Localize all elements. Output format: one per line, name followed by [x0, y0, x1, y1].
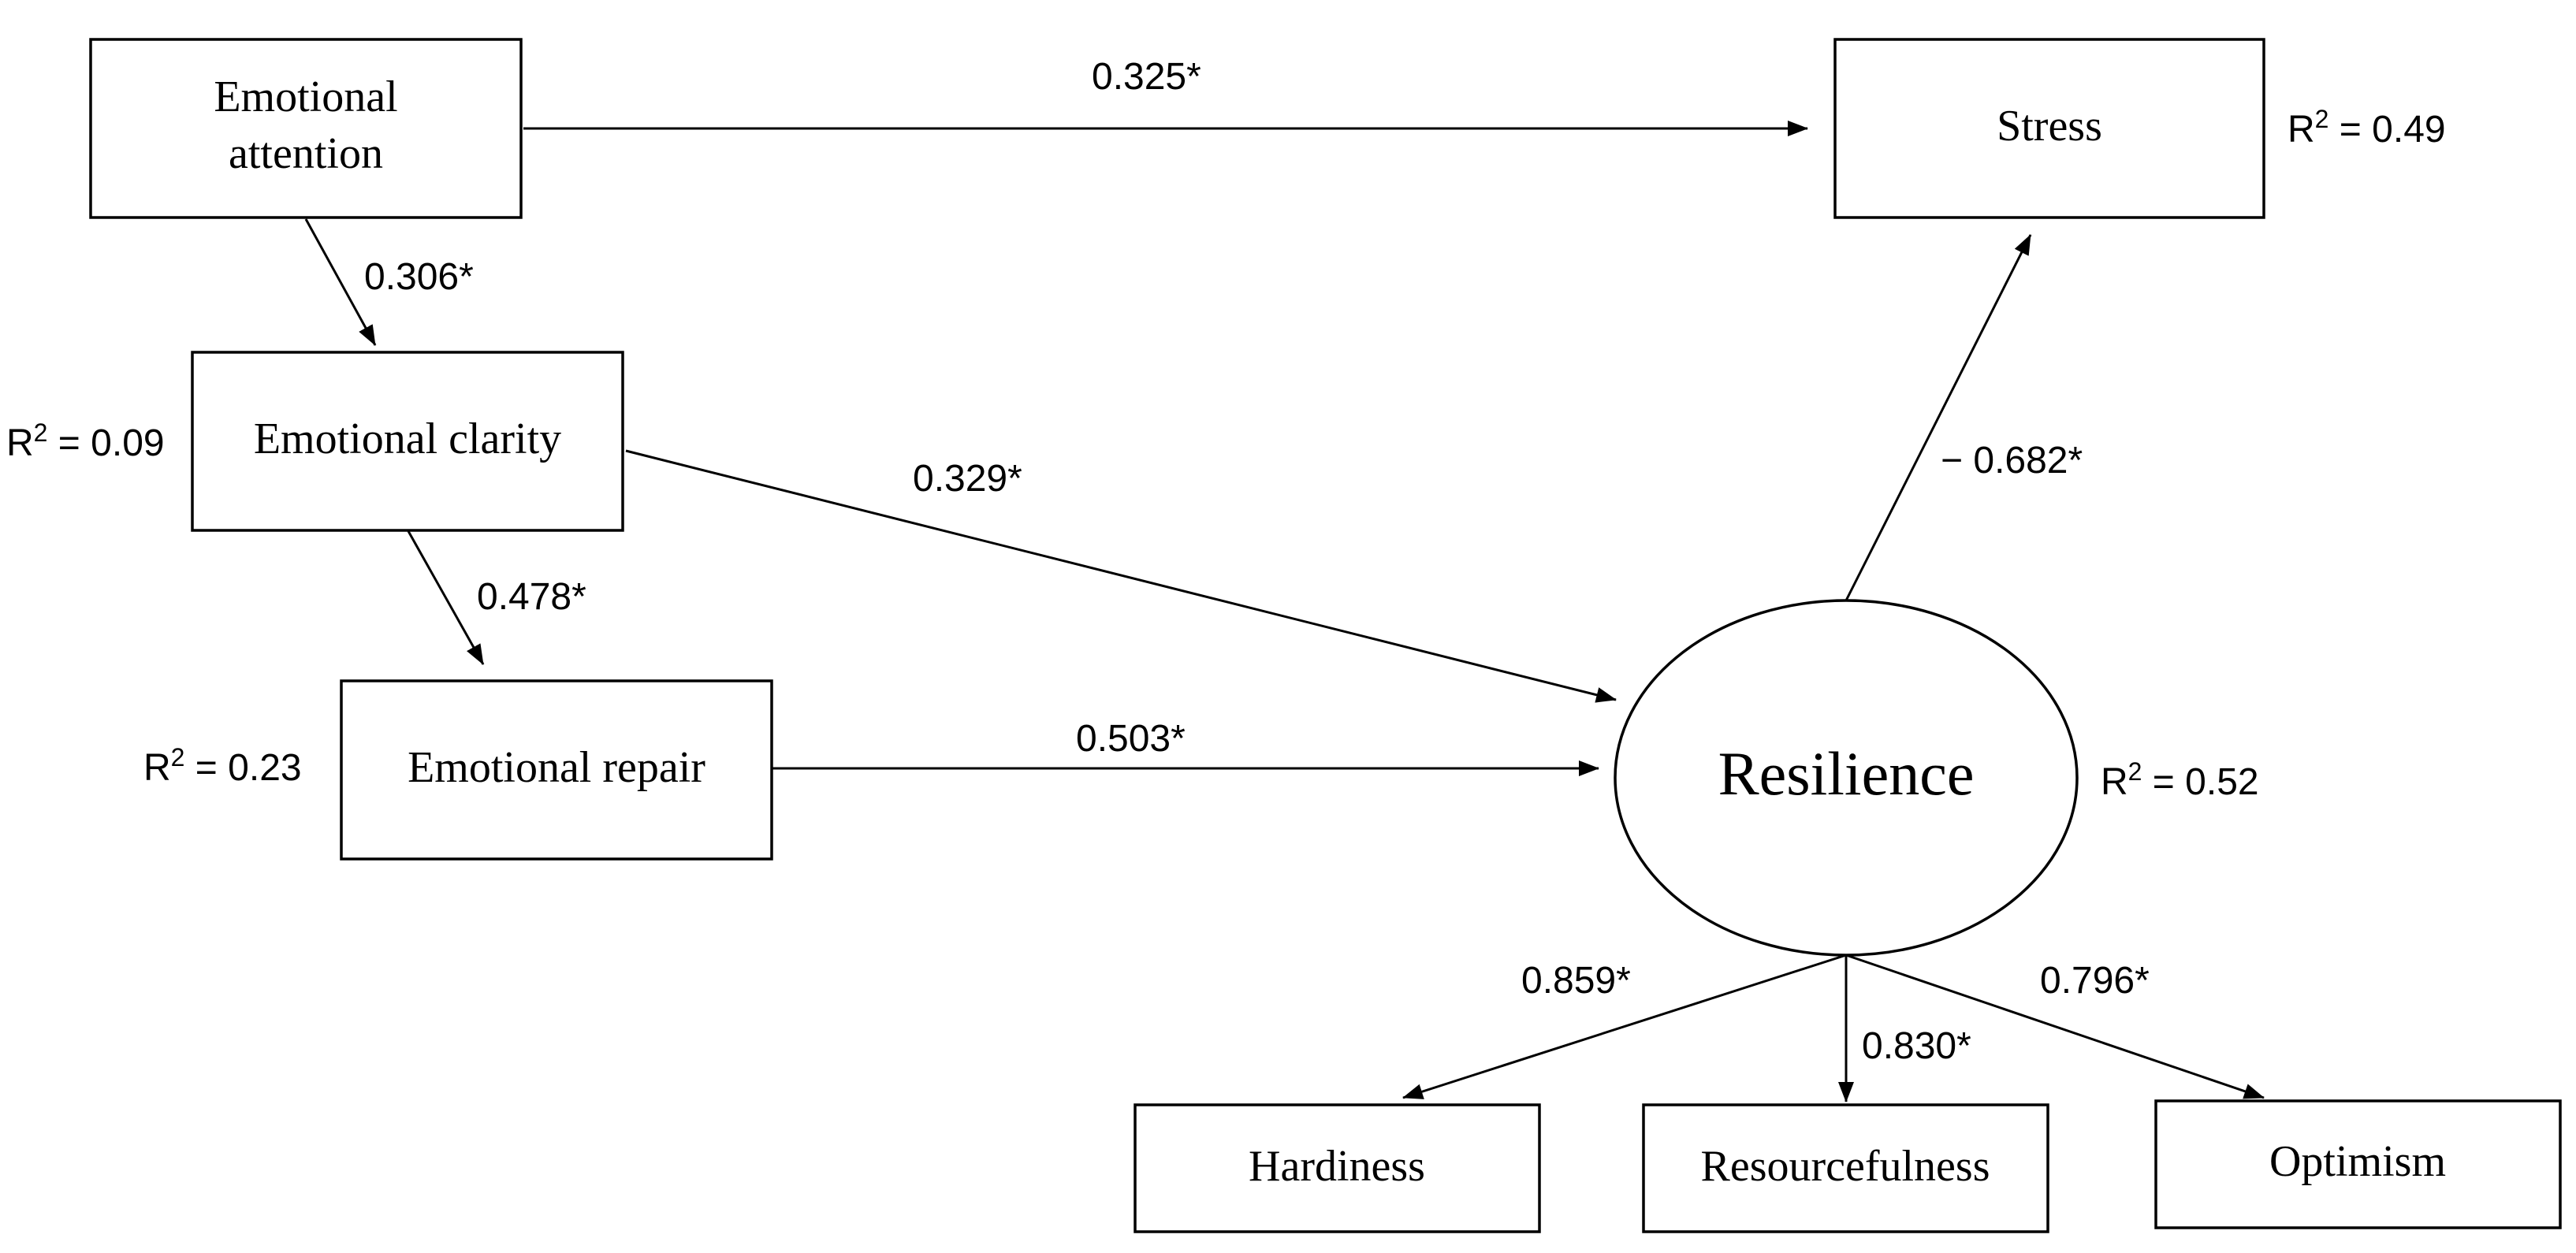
node-stress-label: Stress: [1997, 102, 2102, 151]
node-optimism-label: Optimism: [2269, 1137, 2446, 1186]
node-optimism: Optimism: [2154, 1099, 2562, 1229]
r2-stress: R2 = 0.49: [2288, 105, 2446, 151]
coef-resilience-to-hardiness: 0.859*: [1521, 960, 1631, 1002]
coef-attention-to-stress: 0.325*: [1092, 56, 1201, 98]
edge-resilience-to-optimism: [1845, 954, 2265, 1099]
edge-attention-to-clarity: [304, 218, 377, 346]
r2-emotional-clarity: R2 = 0.09: [6, 418, 165, 464]
node-resourcefulness-label: Resourcefulness: [1700, 1142, 1990, 1191]
node-resilience: Resilience: [1614, 599, 2079, 957]
coef-attention-to-clarity: 0.306*: [364, 256, 474, 298]
edge-resilience-to-stress: [1845, 234, 2032, 601]
node-hardiness-label: Hardiness: [1249, 1142, 1425, 1191]
node-emotional-attention-line1: Emotional: [214, 73, 397, 121]
node-emotional-attention-line2: attention: [229, 129, 383, 178]
node-emotional-clarity: Emotional clarity: [191, 351, 624, 532]
node-emotional-clarity-label: Emotional clarity: [254, 415, 561, 463]
r2-emotional-repair: R2 = 0.23: [143, 743, 302, 789]
coef-repair-to-resilience: 0.503*: [1076, 718, 1186, 760]
coef-resilience-to-stress: − 0.682*: [1941, 440, 2083, 481]
node-resilience-label: Resilience: [1718, 739, 1975, 808]
node-emotional-repair: Emotional repair: [340, 679, 773, 861]
coef-resilience-to-resourcefulness: 0.830*: [1862, 1025, 1971, 1067]
node-emotional-attention: Emotional attention: [89, 38, 523, 219]
edge-clarity-to-resilience: [625, 449, 1617, 703]
node-emotional-repair-label: Emotional repair: [408, 743, 705, 792]
coef-clarity-to-resilience: 0.329*: [913, 458, 1022, 500]
edge-resilience-to-hardiness: [1402, 954, 1847, 1099]
node-stress: Stress: [1833, 38, 2265, 219]
coef-clarity-to-repair: 0.478*: [477, 576, 586, 618]
edge-clarity-to-repair: [407, 530, 485, 665]
r2-resilience: R2 = 0.52: [2101, 757, 2259, 803]
node-resourcefulness: Resourcefulness: [1642, 1103, 2049, 1233]
node-hardiness: Hardiness: [1134, 1103, 1541, 1233]
coef-resilience-to-optimism: 0.796*: [2040, 960, 2150, 1002]
